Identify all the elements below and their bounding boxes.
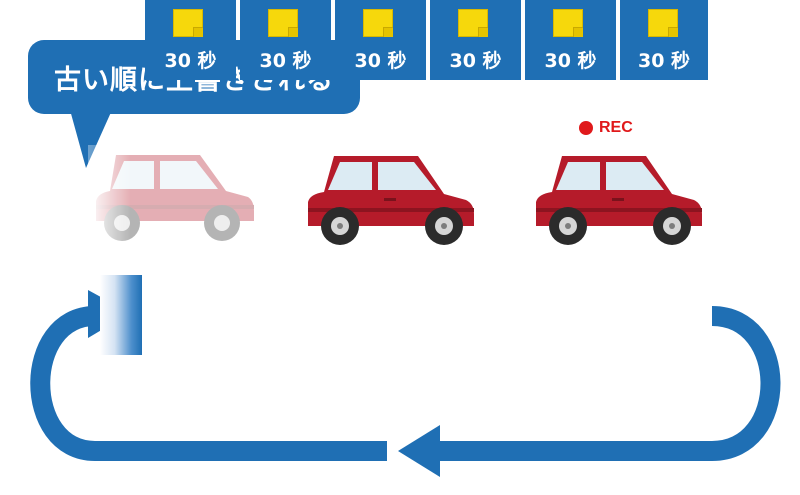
- cycle-arrow-left-arc: [30, 306, 387, 461]
- recording-segment: 30 秒: [430, 0, 521, 80]
- car-faded-oldest: [88, 145, 258, 245]
- car-recording: [536, 156, 702, 245]
- recording-segment: 30 秒: [240, 0, 331, 80]
- callout-tail: [70, 110, 112, 168]
- segment-duration: 30 秒: [164, 50, 217, 72]
- file-icon: [363, 9, 393, 37]
- recording-segment: 30 秒: [335, 0, 426, 80]
- recording-segment: 30 秒: [525, 0, 616, 80]
- overwritten-segment: [100, 275, 142, 355]
- rec-label: REC: [599, 119, 633, 136]
- record-dot-icon: [579, 121, 593, 135]
- car-middle: [308, 156, 474, 245]
- segment-duration: 30 秒: [449, 50, 502, 72]
- file-icon: [268, 9, 298, 37]
- cycle-arrow-right-arc: [420, 306, 781, 461]
- segment-duration: 30 秒: [259, 50, 312, 72]
- file-icon: [553, 9, 583, 37]
- recording-segment: 30 秒: [620, 0, 708, 80]
- file-icon: [648, 9, 678, 37]
- segment-duration: 30 秒: [354, 50, 407, 72]
- rec-indicator: REC: [579, 119, 633, 137]
- segment-duration: 30 秒: [544, 50, 597, 72]
- recording-segment: 30 秒: [145, 0, 236, 80]
- file-icon: [458, 9, 488, 37]
- segment-duration: 30 秒: [637, 50, 691, 72]
- file-icon: [173, 9, 203, 37]
- cycle-arrowhead-left: [398, 425, 440, 477]
